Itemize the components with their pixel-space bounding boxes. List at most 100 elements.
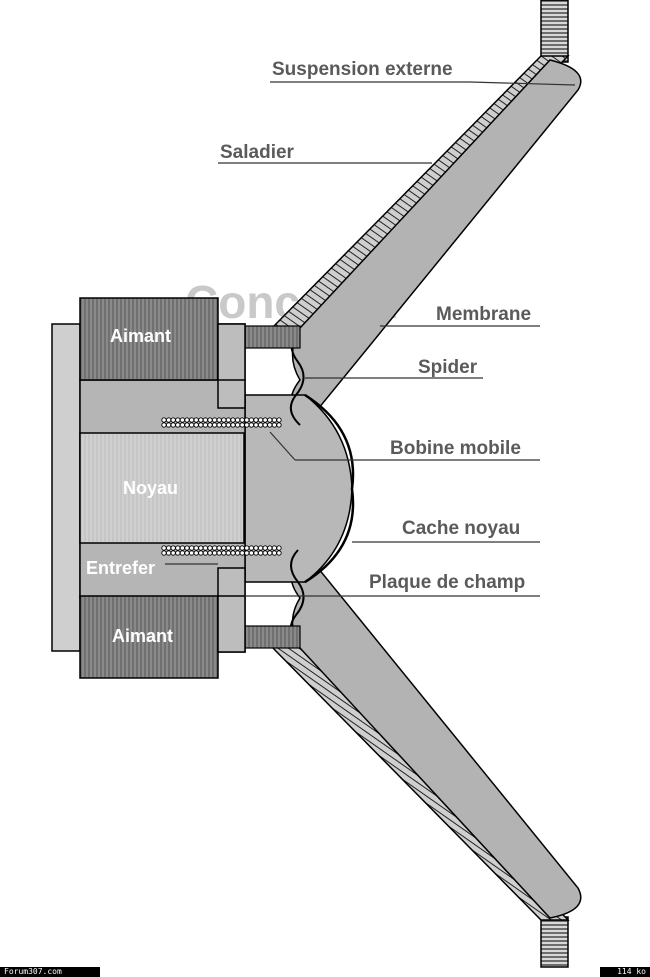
coil-winding xyxy=(257,417,264,423)
coil-winding xyxy=(239,545,245,551)
coil-winding xyxy=(248,550,255,556)
coil-winding xyxy=(170,417,176,423)
field-plate-top-face xyxy=(217,323,246,381)
label-aimant-top: Aimant xyxy=(110,326,171,346)
coil-winding xyxy=(225,422,232,428)
coil-winding xyxy=(239,422,245,428)
coil-winding xyxy=(207,550,213,556)
leader-bobine xyxy=(269,431,296,461)
coil-winding xyxy=(234,545,241,551)
coil-winding xyxy=(216,417,222,423)
coil-winding xyxy=(193,417,199,423)
coil-winding xyxy=(257,422,264,428)
coil-winding xyxy=(184,550,190,556)
coil-winding xyxy=(198,550,204,556)
spider-ring-bottom xyxy=(243,625,301,649)
coil-winding xyxy=(202,422,209,428)
coil-winding xyxy=(221,422,227,428)
coil-winding xyxy=(267,422,273,428)
coil-winding xyxy=(221,550,227,556)
coil-winding xyxy=(271,422,278,428)
coil-winding xyxy=(271,550,278,556)
coil-winding xyxy=(202,550,209,556)
label-noyau: Noyau xyxy=(123,478,178,498)
coil-winding xyxy=(244,417,250,423)
coil-winding xyxy=(193,550,199,556)
coil-winding xyxy=(211,422,218,428)
coil-winding xyxy=(216,545,222,551)
coil-winding xyxy=(257,550,264,556)
coil-winding xyxy=(211,545,218,551)
coil-winding xyxy=(234,550,241,556)
coil-winding xyxy=(198,545,204,551)
coil-winding xyxy=(207,417,213,423)
suspension-bottom-strip xyxy=(540,916,569,968)
coil-winding xyxy=(193,545,199,551)
coil-winding xyxy=(170,545,176,551)
coil-winding xyxy=(221,417,227,423)
footer-filesize: 114 ko xyxy=(600,967,650,977)
coil-winding xyxy=(165,545,172,551)
callout-membrane: Membrane xyxy=(436,304,531,325)
magnet-top xyxy=(79,297,219,381)
coil-winding xyxy=(262,417,268,423)
coil-winding xyxy=(262,422,268,428)
coil-winding xyxy=(234,422,241,428)
coil-winding xyxy=(276,545,282,551)
coil-winding xyxy=(161,417,167,423)
coil-winding xyxy=(184,417,190,423)
coil-winding xyxy=(248,422,255,428)
coil-winding xyxy=(170,422,176,428)
coil-winding xyxy=(257,545,264,551)
coil-winding xyxy=(248,545,255,551)
coil-winding xyxy=(253,422,259,428)
coil-winding xyxy=(271,417,278,423)
callout-plaque-de-champ: Plaque de champ xyxy=(369,572,525,593)
voice-coil-top xyxy=(161,417,282,428)
coil-winding xyxy=(170,550,176,556)
coil-winding xyxy=(244,545,250,551)
coil-winding xyxy=(262,550,268,556)
coil-winding xyxy=(188,550,195,556)
coil-winding xyxy=(276,550,282,556)
coil-winding xyxy=(175,422,181,428)
coil-winding xyxy=(207,422,213,428)
coil-winding xyxy=(188,417,195,423)
coil-winding xyxy=(179,545,186,551)
coil-winding xyxy=(165,550,172,556)
coil-winding xyxy=(202,417,209,423)
coil-winding xyxy=(244,422,250,428)
back-plate xyxy=(51,323,81,652)
coil-winding xyxy=(184,545,190,551)
coil-winding xyxy=(211,550,218,556)
coil-winding xyxy=(221,545,227,551)
coil-winding xyxy=(175,545,181,551)
coil-winding xyxy=(276,422,282,428)
voice-coil-bottom xyxy=(161,545,282,556)
coil-winding xyxy=(161,550,167,556)
leader-suspension xyxy=(469,81,576,86)
coil-winding xyxy=(179,417,186,423)
coil-winding xyxy=(207,545,213,551)
coil-winding xyxy=(253,417,259,423)
coil-winding xyxy=(216,422,222,428)
coil-winding xyxy=(179,550,186,556)
coil-winding xyxy=(188,422,195,428)
coil-winding xyxy=(271,545,278,551)
suspension-top-strip xyxy=(540,0,569,63)
coil-winding xyxy=(161,545,167,551)
label-aimant-bottom: Aimant xyxy=(112,626,173,646)
coil-winding xyxy=(165,422,172,428)
callout-spider: Spider xyxy=(418,357,478,378)
callout-suspension-externe: Suspension externe xyxy=(272,59,453,80)
coil-winding xyxy=(175,417,181,423)
coil-winding xyxy=(230,550,236,556)
coil-winding xyxy=(230,422,236,428)
coil-winding xyxy=(193,422,199,428)
coil-winding xyxy=(188,545,195,551)
coil-winding xyxy=(165,417,172,423)
footer-source: Forum307.com xyxy=(0,967,100,977)
coil-winding xyxy=(239,550,245,556)
coil-winding xyxy=(267,545,273,551)
